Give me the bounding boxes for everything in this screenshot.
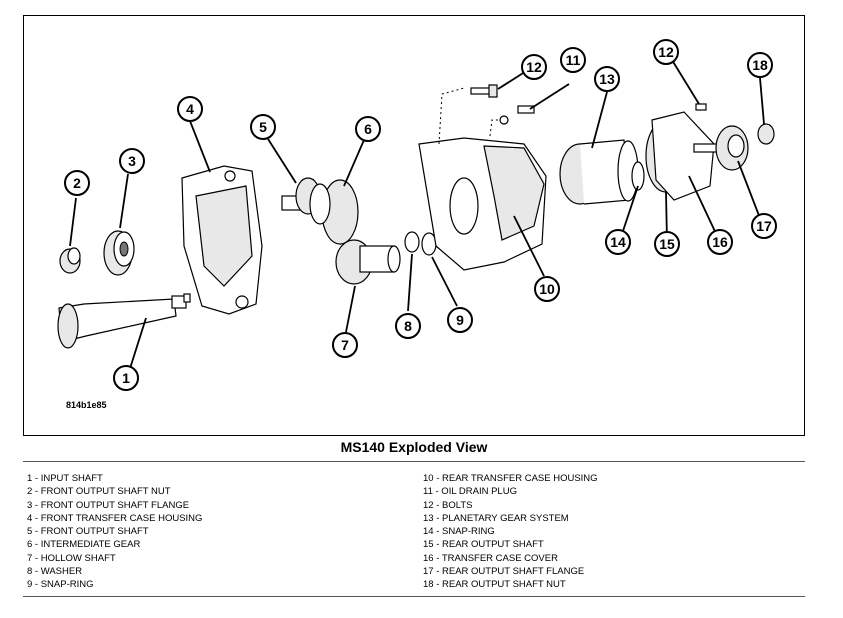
legend-item: 2 - FRONT OUTPUT SHAFT NUT [27, 486, 171, 498]
svg-text:1: 1 [122, 370, 130, 386]
svg-text:5: 5 [259, 119, 267, 135]
legend-item: 16 - TRANSFER CASE COVER [423, 552, 558, 564]
callout-16: 16 [707, 229, 733, 255]
svg-text:6: 6 [364, 121, 372, 137]
legend-item: 8 - WASHER [27, 566, 83, 578]
rear-output-shaft-flange-part [715, 125, 749, 171]
front-transfer-case-housing-part [181, 165, 263, 315]
legend-item: 13 - PLANETARY GEAR SYSTEM [423, 512, 569, 524]
callout-8: 8 [395, 313, 421, 339]
oil-drain-plug-part [499, 105, 535, 125]
legend-item: 7 - HOLLOW SHAFT [27, 552, 116, 564]
callout-5: 5 [250, 114, 276, 140]
callout-12-left: 12 [521, 54, 547, 80]
svg-text:8: 8 [404, 318, 412, 334]
callout-17: 17 [751, 213, 777, 239]
divider-bottom [23, 596, 805, 597]
rear-transfer-case-housing-part [418, 137, 547, 271]
rear-output-shaft-nut-part [757, 123, 775, 145]
svg-text:17: 17 [756, 218, 772, 234]
legend-item: 10 - REAR TRANSFER CASE HOUSING [423, 473, 598, 484]
callout-2: 2 [64, 170, 90, 196]
callout-14: 14 [605, 229, 631, 255]
callout-10: 10 [534, 276, 560, 302]
exploded-view-drawing: 1 2 3 4 5 6 7 8 9 10 11 12 13 14 15 16 1… [57, 39, 777, 410]
bolts-part-left [470, 84, 498, 98]
legend-item: 17 - REAR OUTPUT SHAFT FLANGE [423, 566, 585, 578]
svg-text:18: 18 [752, 57, 768, 73]
hollow-shaft-part [335, 239, 401, 285]
exploded-view-figure: 1 2 3 4 5 6 7 8 9 10 11 12 13 14 15 16 1… [23, 15, 805, 436]
callout-9: 9 [447, 307, 473, 333]
transfer-case-cover-part [651, 111, 719, 201]
legend-item: 1 - INPUT SHAFT [27, 473, 103, 484]
input-shaft-part [57, 293, 191, 349]
callout-12-right: 12 [653, 39, 679, 65]
callout-3: 3 [119, 148, 145, 174]
svg-text:2: 2 [73, 175, 81, 191]
svg-text:9: 9 [456, 312, 464, 328]
callout-1: 1 [113, 365, 139, 391]
divider [23, 461, 805, 462]
svg-text:4: 4 [186, 101, 194, 117]
legend-item: 3 - FRONT OUTPUT SHAFT FLANGE [27, 499, 190, 511]
legend-item: 11 - OIL DRAIN PLUG [423, 486, 517, 498]
washer-part [404, 231, 420, 253]
svg-text:13: 13 [599, 71, 615, 87]
front-output-shaft-flange-part [103, 230, 135, 276]
legend-item: 4 - FRONT TRANSFER CASE HOUSING [27, 512, 203, 524]
legend-left-column: 1 - INPUT SHAFT 2 - FRONT OUTPUT SHAFT N… [27, 472, 202, 592]
callout-18: 18 [747, 52, 773, 78]
legend-item: 18 - REAR OUTPUT SHAFT NUT [423, 579, 566, 591]
callout-6: 6 [355, 116, 381, 142]
svg-text:7: 7 [341, 337, 349, 353]
legend-item: 5 - FRONT OUTPUT SHAFT [27, 526, 149, 538]
bolts-part-right [695, 103, 707, 111]
callout-15: 15 [654, 231, 680, 257]
svg-text:16: 16 [712, 234, 728, 250]
legend-item: 6 - INTERMEDIATE GEAR [27, 539, 141, 551]
callout-11: 11 [560, 47, 586, 73]
svg-text:12: 12 [658, 44, 674, 60]
svg-text:15: 15 [659, 236, 675, 252]
planetary-gear-system-part [559, 139, 639, 205]
snap-ring-rear-part [631, 161, 645, 191]
callout-4: 4 [177, 96, 203, 122]
callout-13: 13 [594, 66, 620, 92]
legend-item: 15 - REAR OUTPUT SHAFT [423, 539, 544, 551]
intermediate-gear-part [309, 179, 359, 245]
svg-text:11: 11 [566, 52, 581, 68]
legend-item: 9 - SNAP-RING [27, 579, 94, 591]
image-code: 814b1e85 [66, 400, 107, 410]
legend-item: 14 - SNAP-RING [423, 526, 495, 538]
svg-text:12: 12 [526, 59, 542, 75]
callout-7: 7 [332, 332, 358, 358]
figure-caption: MS140 Exploded View [340, 439, 488, 455]
svg-text:14: 14 [610, 234, 626, 250]
front-output-shaft-nut-part [59, 247, 81, 274]
svg-text:10: 10 [539, 281, 555, 297]
svg-text:3: 3 [128, 153, 136, 169]
legend-item: 12 - BOLTS [423, 499, 473, 511]
legend-right-column: 10 - REAR TRANSFER CASE HOUSING 11 - OIL… [423, 472, 598, 592]
